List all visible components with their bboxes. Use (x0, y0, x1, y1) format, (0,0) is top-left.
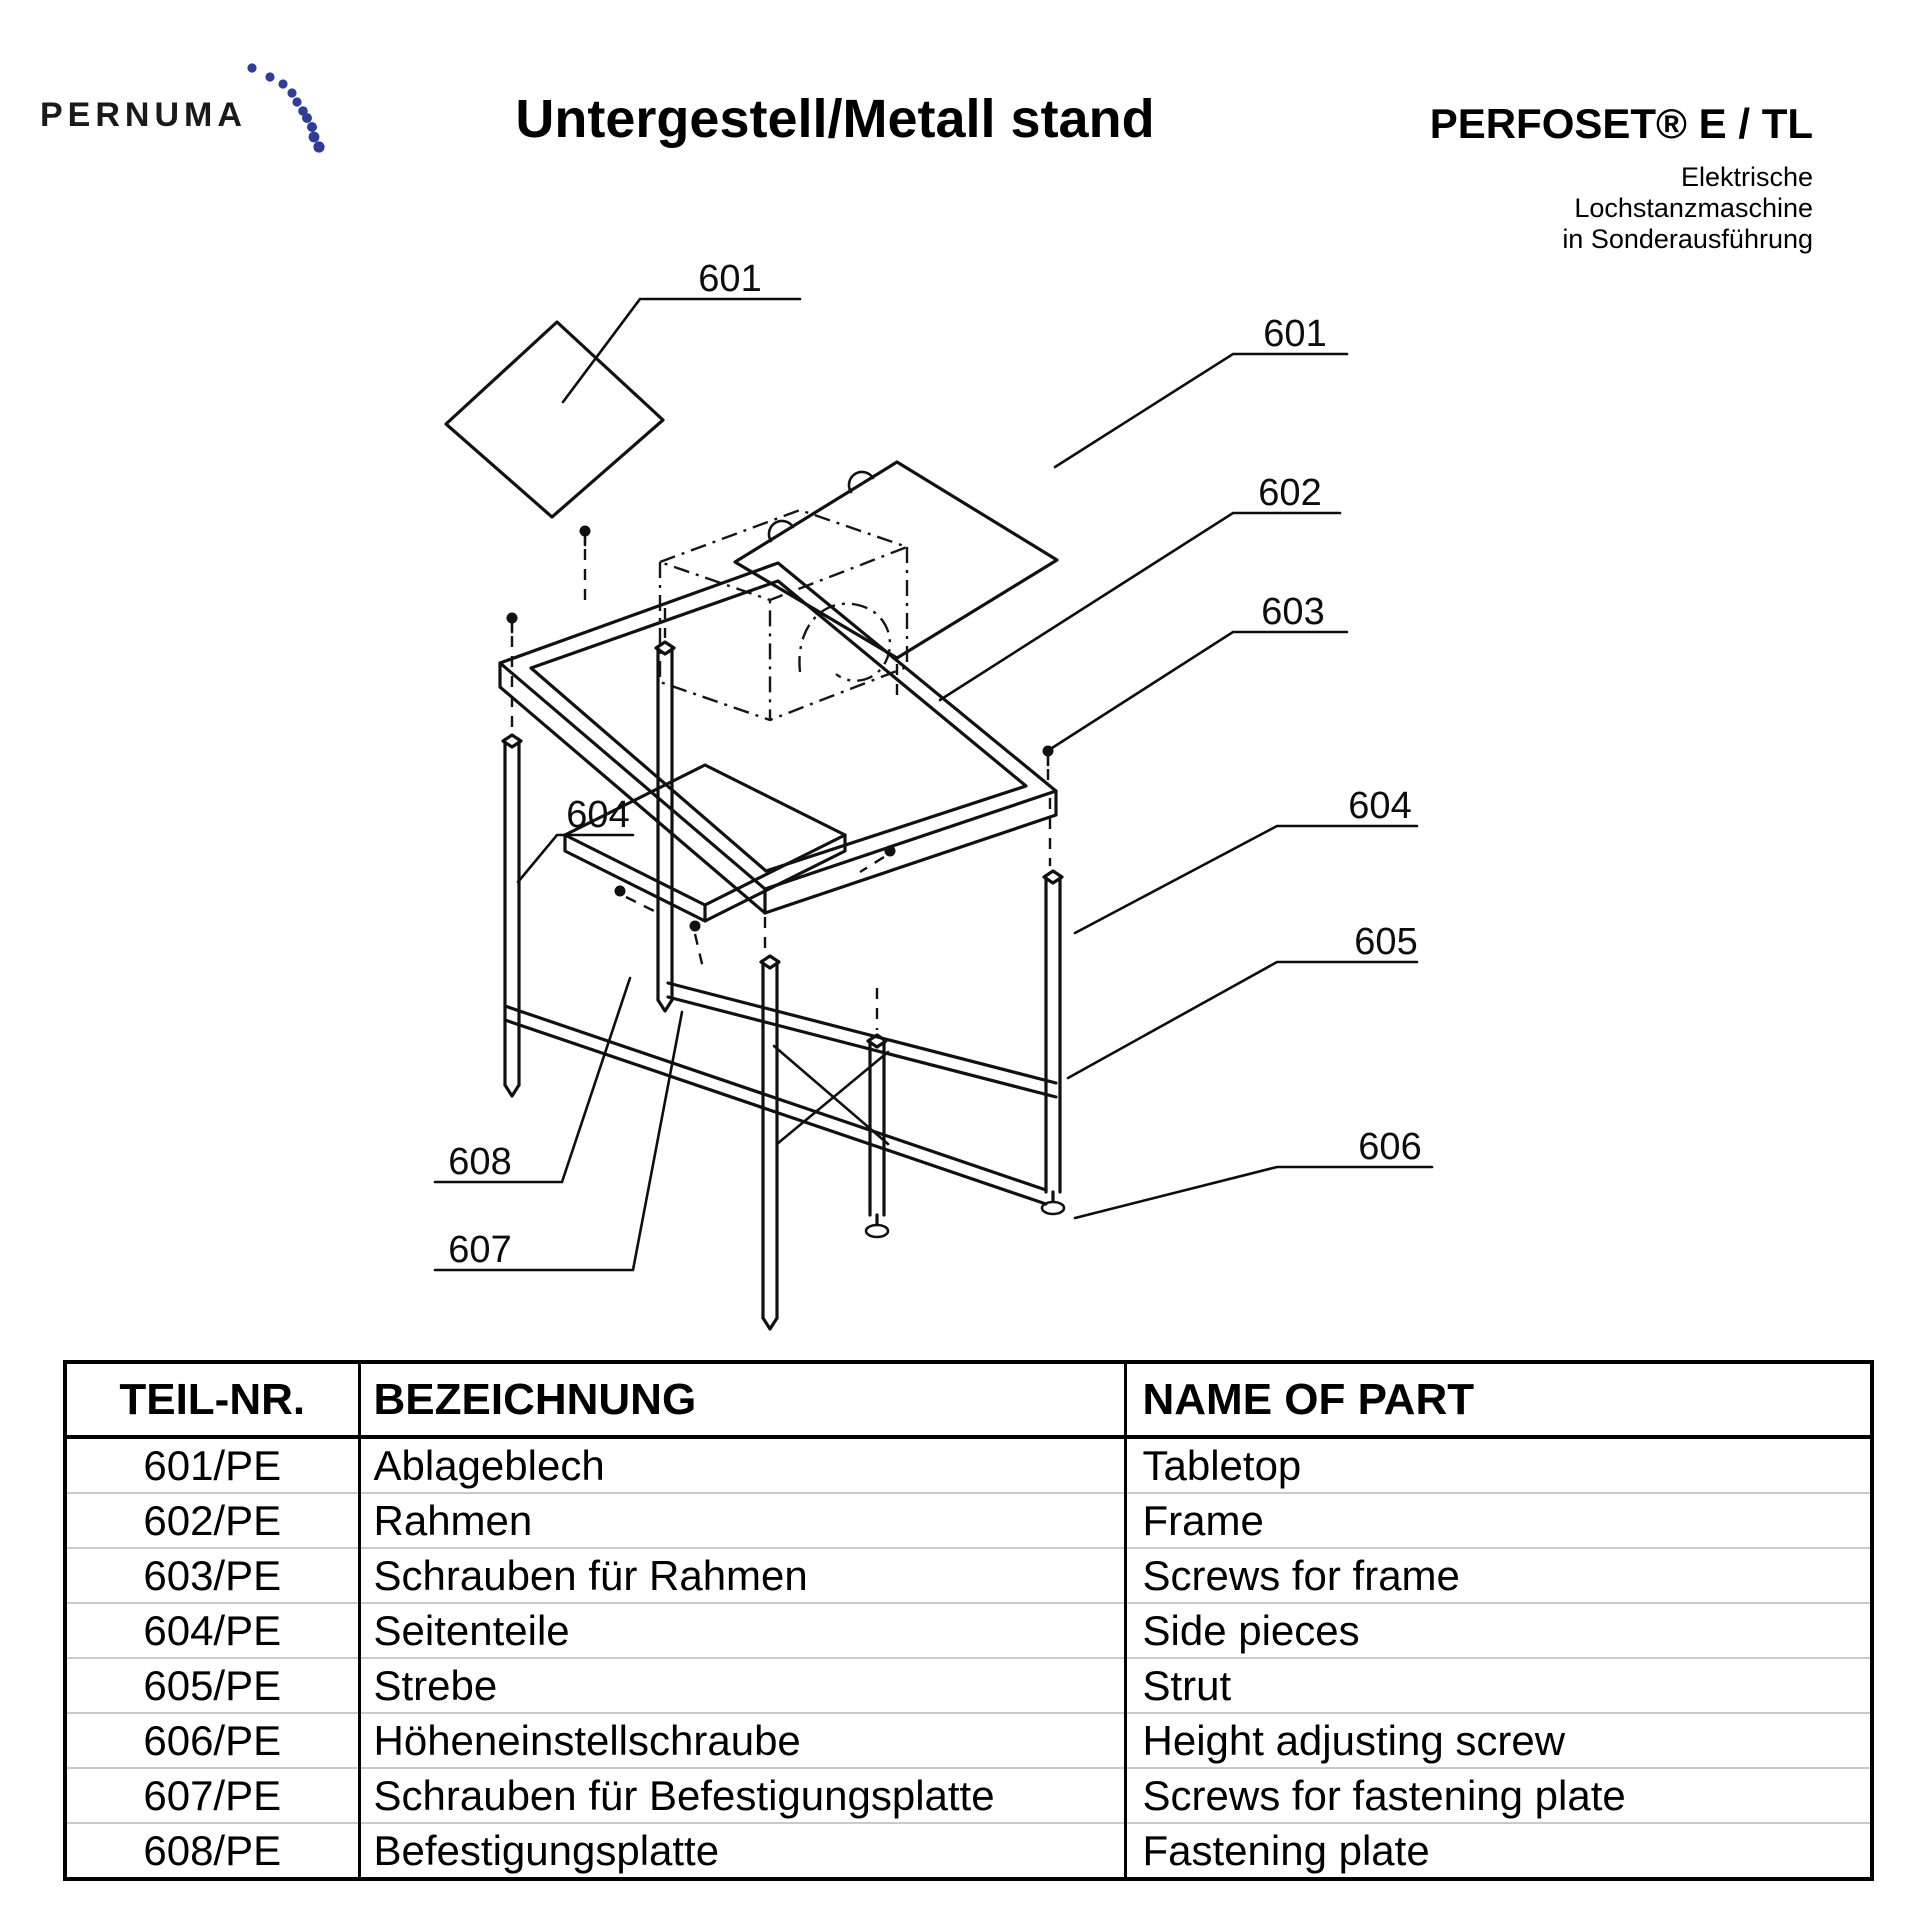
callout-601-left: 601 (561, 258, 802, 404)
callout-605: 605 (1066, 921, 1419, 1080)
struts (503, 981, 1058, 1206)
parts-table-header-row: TEIL-NR. BEZEICHNUNG NAME OF PART (65, 1362, 1872, 1439)
callout-601-right: 601 (1053, 313, 1349, 469)
svg-text:608: 608 (448, 1141, 511, 1183)
part-no-cell: 604/PE (65, 1602, 359, 1658)
part-no-cell: 607/PE (65, 1767, 359, 1823)
bezeichnung-cell: Schrauben für Befestigungsplatte (357, 1767, 1125, 1823)
table-row: 607/PE Schrauben für Befestigungsplatte … (65, 1767, 1872, 1823)
name-of-part-cell: Strut (1123, 1657, 1872, 1713)
product-subtitle-line: Lochstanzmaschine (1574, 193, 1813, 223)
svg-text:603: 603 (1261, 591, 1324, 633)
page-title: Untergestell/Metall stand (515, 89, 1155, 149)
side-piece-legs (501, 640, 1066, 1331)
product-subtitle-line: Elektrische (1680, 162, 1813, 192)
callouts: 601 601 602 603 604 605 (433, 258, 1434, 1272)
column-header-bezeichnung: BEZEICHNUNG (357, 1362, 1125, 1439)
product-subtitle-line: in Sonderausführung (1562, 224, 1813, 254)
table-row: 605/PE Strebe Strut (65, 1657, 1872, 1713)
svg-text:605: 605 (1354, 921, 1417, 963)
parts-table: TEIL-NR. BEZEICHNUNG NAME OF PART 601/PE… (63, 1360, 1874, 1881)
callout-608: 608 (433, 976, 632, 1184)
name-of-part-cell: Height adjusting screw (1123, 1712, 1872, 1768)
part-no-cell: 602/PE (65, 1492, 359, 1548)
column-header-name-of-part: NAME OF PART (1123, 1362, 1872, 1439)
bezeichnung-cell: Rahmen (357, 1492, 1125, 1548)
table-row: 603/PE Schrauben für Rahmen Screws for f… (65, 1547, 1872, 1603)
table-row: 601/PE Ablageblech Tabletop (65, 1437, 1872, 1493)
callout-604-left: 604 (516, 794, 635, 884)
svg-text:607: 607 (448, 1229, 511, 1271)
svg-text:601: 601 (698, 258, 761, 300)
product-block: PERFOSET® E / TL Elektrische Lochstanzma… (1430, 100, 1813, 255)
part-no-cell: 605/PE (65, 1657, 359, 1713)
svg-text:606: 606 (1358, 1126, 1421, 1168)
bezeichnung-cell: Seitenteile (357, 1602, 1125, 1658)
fastening-plate-screws (614, 845, 896, 932)
name-of-part-cell: Side pieces (1123, 1602, 1872, 1658)
name-of-part-cell: Screws for fastening plate (1123, 1767, 1872, 1823)
name-of-part-cell: Fastening plate (1123, 1822, 1872, 1879)
name-of-part-cell: Screws for frame (1123, 1547, 1872, 1603)
height-adjusting-foot (1040, 1200, 1066, 1216)
svg-text:601: 601 (1263, 313, 1326, 355)
part-no-cell: 601/PE (143, 1441, 282, 1489)
frame-screws (506, 525, 1054, 767)
bezeichnung-cell: Strebe (357, 1657, 1125, 1713)
column-header-part-no: TEIL-NR. (65, 1362, 359, 1439)
part-no-cell: 606/PE (65, 1712, 359, 1768)
bezeichnung-cell: Höheneinstellschraube (357, 1712, 1125, 1768)
svg-text:604: 604 (1348, 785, 1411, 827)
bezeichnung-cell: Schrauben für Rahmen (357, 1547, 1125, 1603)
name-of-part-cell: Tabletop (1123, 1437, 1872, 1493)
table-row: 608/PE Befestigungsplatte Fastening plat… (65, 1822, 1872, 1879)
bezeichnung-cell: Befestigungsplatte (357, 1822, 1125, 1879)
callout-606: 606 (1073, 1126, 1434, 1220)
projection-dashed-lines (510, 549, 1052, 1030)
product-name: PERFOSET® E / TL (1429, 100, 1813, 147)
pernuma-logo: PERNUMA (40, 55, 340, 165)
pernuma-logo-dots-icon (247, 63, 325, 153)
callout-603: 603 (1050, 591, 1349, 750)
callout-607: 607 (433, 1010, 684, 1272)
table-row: 604/PE Seitenteile Side pieces (65, 1602, 1872, 1658)
name-of-part-cell: Frame (1123, 1492, 1872, 1548)
frame (498, 561, 1058, 915)
part-no-cell: 603/PE (65, 1547, 359, 1603)
tabletop-plate-left (444, 320, 665, 519)
fastening-plate (563, 763, 847, 923)
callout-602: 602 (938, 472, 1342, 702)
part-no-cell: 608/PE (65, 1822, 359, 1879)
height-adjusting-foot (864, 1223, 890, 1239)
svg-text:602: 602 (1258, 472, 1321, 514)
product-subtitle: Elektrische Lochstanzmaschine in Sondera… (1430, 162, 1813, 255)
machine-phantom-outline (658, 508, 909, 722)
svg-text:604: 604 (566, 794, 629, 836)
table-row: 602/PE Rahmen Frame (65, 1492, 1872, 1548)
table-row: 606/PE Höheneinstellschraube Height adju… (65, 1712, 1872, 1768)
callout-604-right: 604 (1073, 785, 1419, 935)
bezeichnung-cell: Ablageblech (357, 1437, 1125, 1493)
brand-name: PERNUMA (40, 96, 247, 134)
tabletop-plate-right (733, 460, 1059, 660)
